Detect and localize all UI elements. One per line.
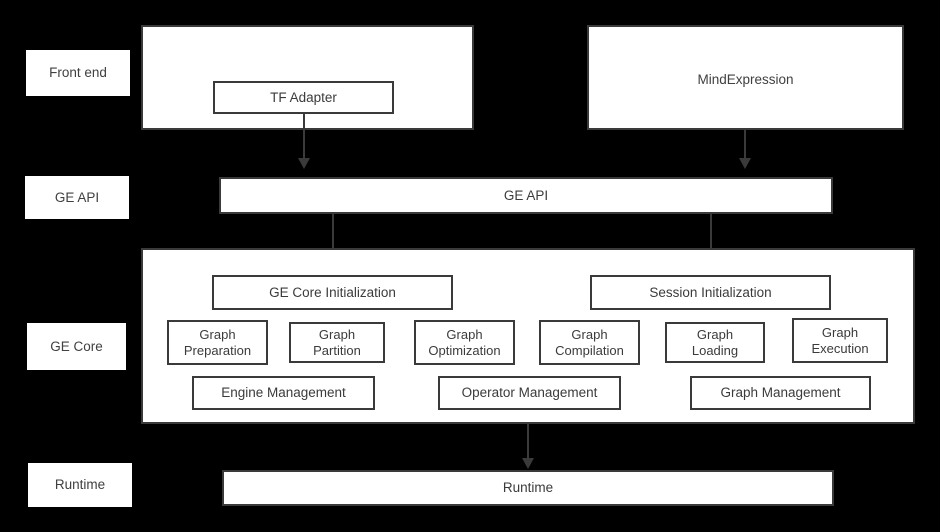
layer-label-runtime-text: Runtime (54, 477, 106, 493)
ge-api-bar-label: GE API (503, 187, 549, 203)
mindexpression-group: MindExpression (587, 25, 904, 130)
module-graph-loading[interactable]: Graph Loading (665, 322, 765, 363)
layer-label-runtime: Runtime (28, 463, 132, 507)
connector-ge-api-to-session-init-line (710, 214, 712, 260)
connector-tf-adapter-to-ge-api-arrow (298, 158, 310, 169)
tf-adapter-label: TF Adapter (270, 89, 337, 105)
module-graph-partition[interactable]: Graph Partition (289, 322, 385, 363)
management-engine-label: Engine Management (221, 385, 346, 401)
layer-label-ge-core-text: GE Core (50, 338, 103, 354)
ge-core-initialization-box[interactable]: GE Core Initialization (212, 275, 453, 310)
session-initialization-box[interactable]: Session Initialization (590, 275, 831, 310)
module-graph-execution[interactable]: Graph Execution (792, 318, 888, 363)
mindexpression-title: MindExpression (697, 72, 794, 87)
management-graph-label: Graph Management (720, 385, 841, 401)
management-engine[interactable]: Engine Management (192, 376, 375, 410)
module-graph-optimization-label: Graph Optimization (428, 327, 501, 358)
module-graph-execution-label: Graph Execution (811, 325, 869, 356)
module-graph-loading-label: Graph Loading (691, 327, 739, 358)
module-graph-compilation-label: Graph Compilation (555, 327, 624, 358)
module-graph-optimization[interactable]: Graph Optimization (414, 320, 515, 365)
session-initialization-label: Session Initialization (649, 284, 772, 300)
layer-label-front-end-text: Front end (49, 65, 107, 81)
module-graph-preparation-label: Graph Preparation (183, 327, 252, 358)
connector-ge-core-to-runtime-line (527, 424, 529, 459)
connector-tf-adapter-to-ge-api-line (303, 114, 305, 159)
tensorflow-group: Tensorflow (141, 25, 474, 130)
ge-core-initialization-label: GE Core Initialization (269, 284, 396, 300)
layer-label-ge-api: GE API (25, 176, 129, 219)
tf-adapter-box[interactable]: TF Adapter (213, 81, 394, 114)
module-graph-partition-label: Graph Partition (313, 327, 361, 358)
connector-mindexpression-to-ge-api-arrow (739, 158, 751, 169)
runtime-bar[interactable]: Runtime (222, 470, 834, 506)
layer-label-ge-core: GE Core (27, 323, 126, 370)
management-graph[interactable]: Graph Management (690, 376, 871, 410)
management-operator[interactable]: Operator Management (438, 376, 621, 410)
module-graph-preparation[interactable]: Graph Preparation (167, 320, 268, 365)
module-graph-compilation[interactable]: Graph Compilation (539, 320, 640, 365)
connector-ge-core-to-runtime-arrow (522, 458, 534, 469)
ge-api-bar[interactable]: GE API (219, 177, 833, 214)
connector-ge-api-to-ge-core-init-line (332, 214, 334, 260)
management-operator-label: Operator Management (461, 385, 598, 401)
layer-label-ge-api-text: GE API (54, 189, 100, 205)
layer-label-front-end: Front end (26, 50, 130, 96)
connector-mindexpression-to-ge-api-line (744, 130, 746, 159)
runtime-bar-label: Runtime (502, 480, 554, 496)
